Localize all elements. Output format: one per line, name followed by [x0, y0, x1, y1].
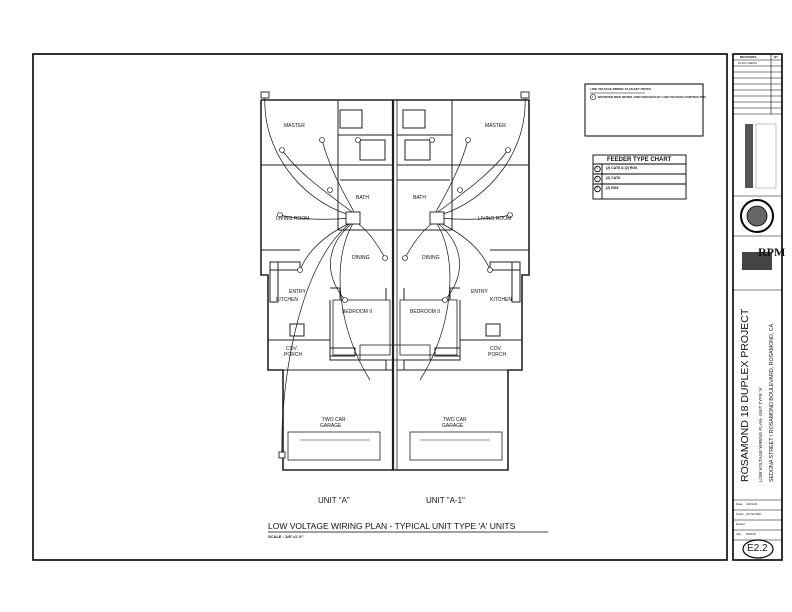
room-label-garage-left-2: GARAGE	[320, 423, 342, 429]
plan-title: LOW VOLTAGE WIRING PLAN - TYPICAL UNIT T…	[268, 521, 516, 531]
scale-value: AS NOTED	[746, 512, 762, 516]
feeder-row-2-num: 2	[596, 176, 598, 180]
room-label-living-left: LIVING ROOM	[276, 216, 310, 222]
junction-box-left	[345, 211, 361, 225]
floor-plan	[260, 99, 530, 471]
room-label-bath-left: BATH	[356, 195, 369, 201]
sheet-number-outline	[742, 539, 774, 559]
room-label-porch-right-2: PORCH	[488, 352, 507, 358]
room-label-kitchen-right: KITCHEN	[490, 297, 512, 303]
notes-box	[584, 83, 704, 137]
room-label-master-left: MASTER	[284, 123, 305, 129]
notes-text: MOUNTED NEW NOTED JUNCTION BOX BY LOW VO…	[598, 94, 706, 99]
room-label-porch-right-1: COV.	[490, 346, 502, 352]
job-value: 202115	[746, 532, 756, 536]
room-label-bedroom-left: BEDROOM II	[342, 309, 373, 315]
date-label: Date:	[736, 502, 744, 506]
architect-stamp	[745, 124, 753, 188]
feeder-chart	[592, 154, 687, 200]
unit-label-left: UNIT "A"	[318, 496, 350, 505]
junction-boxes	[260, 91, 530, 459]
room-label-kitchen-left: KITCHEN	[276, 297, 298, 303]
feeder-row-2-text: (2) CAT6	[606, 176, 621, 180]
room-label-entry-left: ENTRY	[289, 289, 306, 295]
plan-outline	[260, 99, 530, 471]
wiring-runs	[264, 95, 526, 456]
room-label-entry-right: ENTRY	[471, 289, 488, 295]
firm-logo-mark	[742, 252, 772, 270]
outlet-symbols	[277, 137, 513, 303]
room-label-living-right: LIVING ROOM	[478, 216, 512, 222]
project-title: ROSAMOND 18 DUPLEX PROJECT	[739, 308, 751, 482]
plan-scale: SCALE : 1/8"=1'-0"	[268, 534, 304, 539]
by-header: BY	[774, 55, 779, 59]
sheet-description: LOW VOLTAGE WIRING PLAN- UNIT TYPE 'A'	[758, 386, 763, 482]
room-label-dining-right: DINING	[422, 255, 440, 261]
room-label-garage-left-1: TWO CAR	[322, 417, 346, 423]
revision-plan-check: PLAN CHECK	[738, 61, 758, 65]
scale-label: Scale:	[736, 512, 745, 516]
notes-heading: LOW VOLTAGE WIRING PLAN KEY NOTES	[590, 87, 652, 91]
job-label: Job:	[736, 532, 742, 536]
room-label-porch-left-1: COV.	[286, 346, 298, 352]
revisions-header: REVISIONS	[740, 55, 757, 59]
drawn-label: Drawn:	[736, 522, 746, 526]
feeder-row-1-num: 1	[596, 166, 598, 170]
drawing-border	[32, 53, 728, 561]
feeder-row-3-num: 3	[596, 186, 598, 190]
room-label-bedroom-right: BEDROOM II	[410, 309, 441, 315]
room-label-garage-right-2: GARAGE	[442, 423, 464, 429]
feeder-row-3-text: (2) RG6	[606, 186, 619, 190]
feeder-chart-title: FEEDER TYPE CHART	[607, 157, 672, 163]
sheet-number: E2.2	[747, 543, 768, 554]
junction-box-right	[429, 211, 445, 225]
room-label-porch-left-2: PORCH	[284, 352, 303, 358]
date-value: 10/01/21	[746, 502, 758, 506]
title-block-frame	[732, 53, 783, 561]
firm-logo-text: RPM	[758, 245, 786, 259]
room-label-dining-left: DINING	[352, 255, 370, 261]
room-label-master-right: MASTER	[485, 123, 506, 129]
room-label-garage-right-1: TWO CAR	[443, 417, 467, 423]
room-label-bath-right: BATH	[413, 195, 426, 201]
unit-label-right: UNIT "A-1"	[426, 496, 465, 505]
project-address: SEDONA STREET / ROSAMOND BOULEVARD, ROSA…	[769, 322, 775, 482]
feeder-row-1-text: (2) CAT6 & (2) RG6	[606, 166, 638, 170]
notes-number: 1	[591, 94, 594, 99]
